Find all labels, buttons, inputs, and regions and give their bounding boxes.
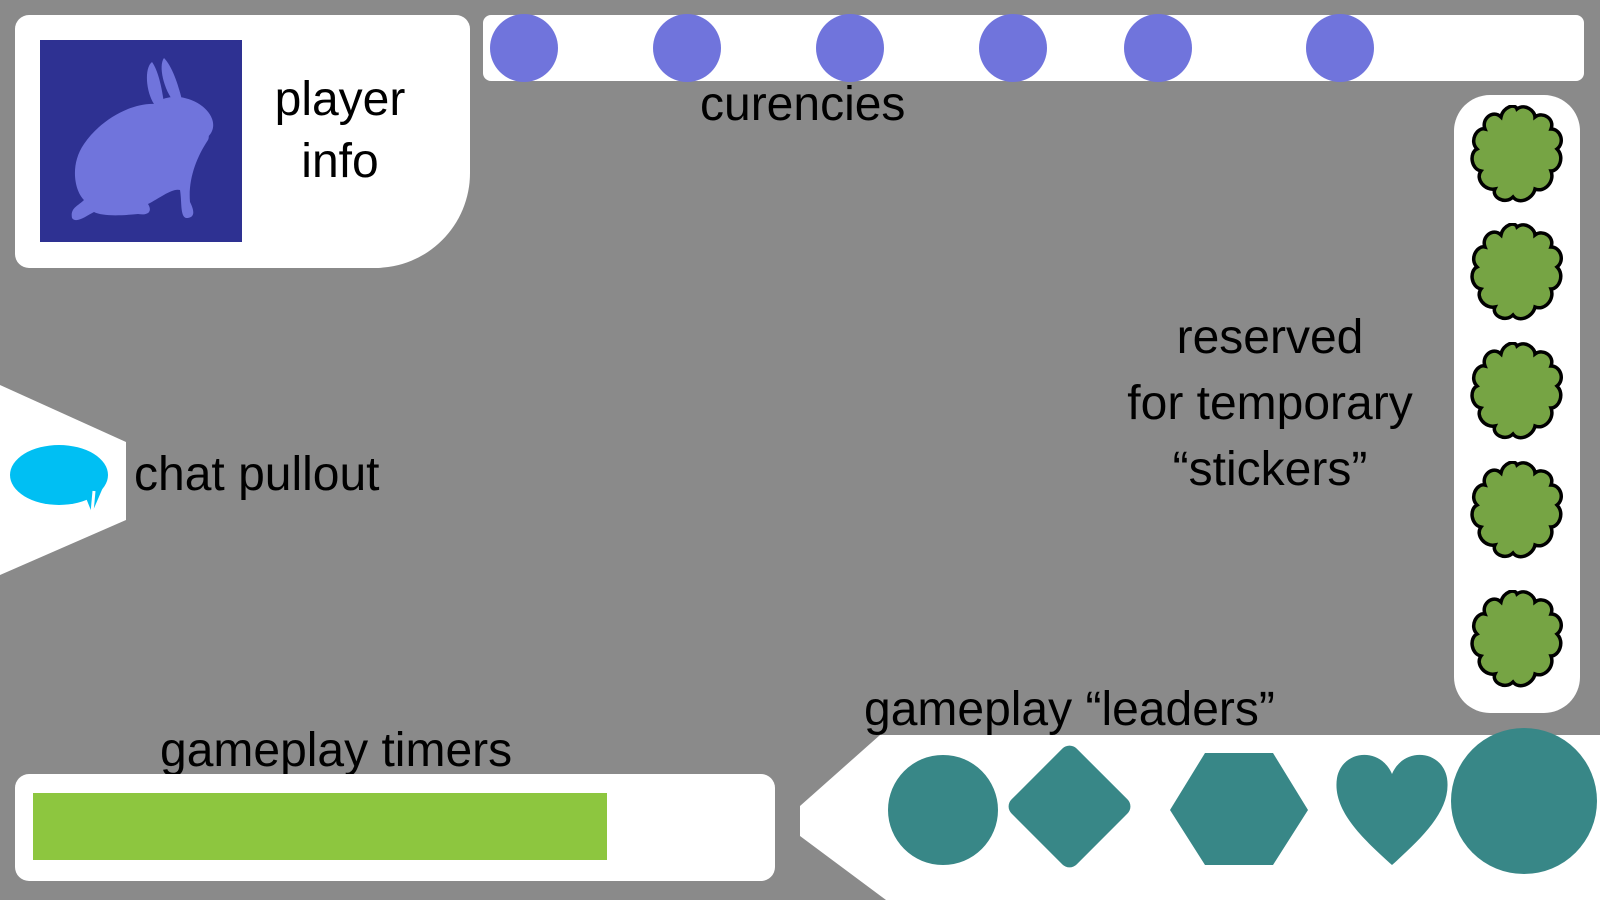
- currency-icon-3[interactable]: [816, 14, 884, 82]
- sticker-icon-4[interactable]: [1467, 461, 1567, 561]
- player-info-panel[interactable]: player info: [15, 15, 470, 268]
- currency-icon-2[interactable]: [653, 14, 721, 82]
- circle-leader-icon[interactable]: [888, 755, 998, 865]
- player-info-label: player info: [255, 69, 425, 193]
- player-avatar[interactable]: [40, 40, 242, 242]
- gameplay-timers-label: gameplay timers: [160, 724, 513, 777]
- sticker-icon-1[interactable]: [1467, 105, 1567, 205]
- currency-icon-6[interactable]: [1306, 14, 1374, 82]
- large-circle-leader-icon[interactable]: [1451, 728, 1597, 874]
- sticker-icon-5[interactable]: [1467, 590, 1567, 690]
- player-info-label-line2: info: [301, 135, 379, 188]
- sticker-icon-2[interactable]: [1467, 223, 1567, 323]
- currency-icon-5[interactable]: [1124, 14, 1192, 82]
- timer-progress-bar: [33, 793, 608, 860]
- chat-pullout-tab[interactable]: [0, 385, 130, 575]
- gameplay-leaders-label: gameplay “leaders”: [864, 683, 1275, 736]
- gameplay-timers-panel[interactable]: [15, 774, 775, 881]
- currency-icon-1[interactable]: [490, 14, 558, 82]
- stickers-label-line2: for temporary: [1127, 377, 1413, 430]
- diamond-leader-icon[interactable]: [1004, 741, 1134, 871]
- gameplay-leaders-bar[interactable]: [790, 728, 1600, 900]
- stickers-label: reserved for temporary “stickers”: [1090, 305, 1450, 503]
- player-info-label-line1: player: [274, 73, 406, 126]
- currencies-label: curencies: [700, 78, 906, 131]
- speech-bubble-icon[interactable]: [10, 445, 108, 514]
- currency-icon-4[interactable]: [979, 14, 1047, 82]
- rabbit-silhouette-icon: [71, 58, 214, 221]
- currencies-bar[interactable]: [483, 14, 1584, 82]
- stickers-label-line1: reserved: [1176, 311, 1364, 364]
- chat-pullout-label: chat pullout: [134, 448, 380, 501]
- heart-leader-icon[interactable]: [1336, 754, 1448, 865]
- stickers-column[interactable]: [1454, 95, 1580, 713]
- stickers-label-line3: “stickers”: [1172, 443, 1368, 496]
- hexagon-leader-icon[interactable]: [1170, 753, 1308, 865]
- timer-progress-track: [33, 793, 769, 860]
- sticker-icon-3[interactable]: [1467, 342, 1567, 442]
